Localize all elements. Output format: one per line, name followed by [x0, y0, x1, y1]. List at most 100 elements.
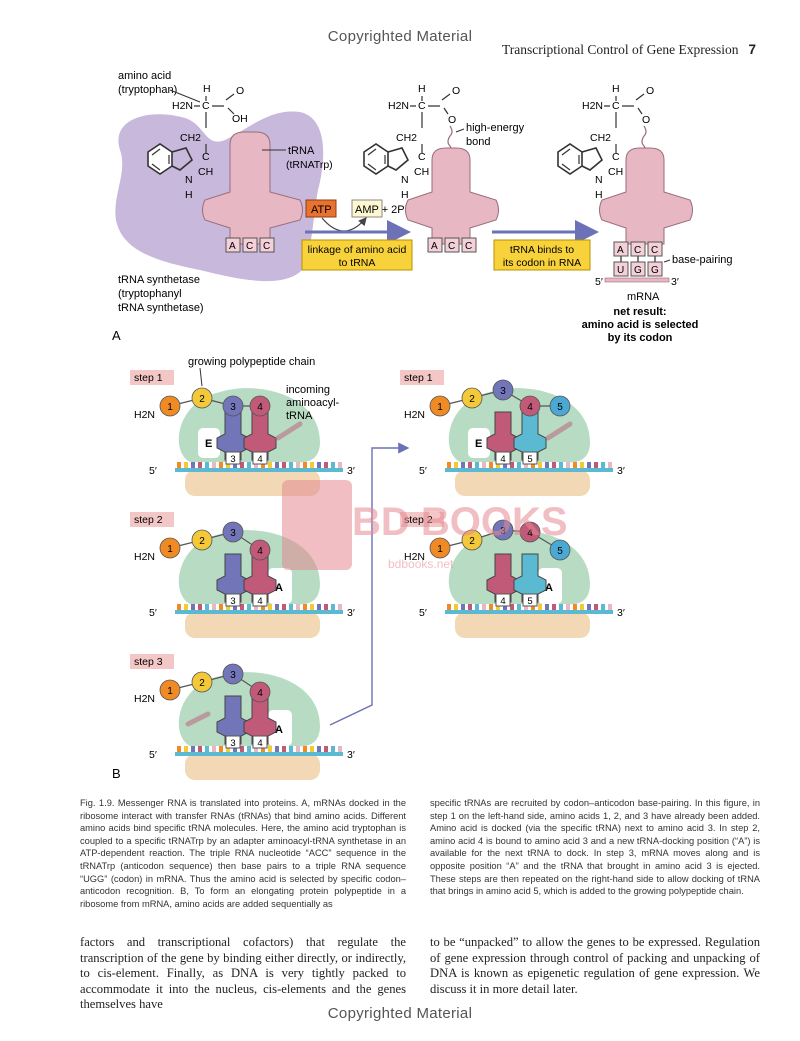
mrna-base — [587, 604, 591, 610]
e-site — [198, 428, 220, 458]
mrna-base — [261, 462, 265, 468]
mrna-base — [573, 462, 577, 468]
chem-n: N — [185, 174, 193, 186]
mrna-base — [489, 604, 493, 610]
svg-text:A: A — [617, 245, 624, 256]
amino-acid-4 — [519, 395, 541, 417]
mrna-base — [580, 462, 584, 468]
trna-shape — [216, 695, 250, 745]
amino-acid-2 — [461, 529, 483, 551]
mrna-base — [552, 462, 556, 468]
e-site — [468, 428, 490, 458]
chem-c-m: C — [418, 100, 426, 112]
mrna-base — [461, 462, 465, 468]
amino-acid-number: 5 — [557, 546, 563, 557]
mrna-base — [296, 604, 300, 610]
binds-text-2: its codon in RNA — [503, 257, 581, 269]
amino-acid-3 — [222, 395, 244, 417]
figure-caption-right: specific tRNAs are recruited by codon–an… — [430, 798, 760, 897]
chem-o-r: O — [646, 85, 654, 97]
trna-shape — [486, 411, 520, 461]
mrna-strand — [445, 468, 613, 472]
mrna-label: mRNA — [627, 291, 660, 303]
mrna-base — [184, 462, 188, 468]
mrna-base — [545, 604, 549, 610]
mrna-base — [247, 746, 251, 752]
mrna-base — [608, 462, 612, 468]
prime3-label: 3′ — [347, 607, 355, 619]
prime5-label: 5′ — [419, 465, 427, 477]
anticodon-2: A C C — [427, 237, 477, 253]
mrna-base — [268, 462, 272, 468]
e-site-label: E — [205, 438, 212, 450]
a-site — [268, 710, 292, 746]
prime5-label: 5′ — [419, 607, 427, 619]
amino-acid-2 — [461, 387, 483, 409]
chem-h2: H — [185, 189, 193, 201]
prime5-label: 5′ — [149, 749, 157, 761]
trna-number: 5 — [527, 596, 532, 607]
mrna-base — [447, 462, 451, 468]
linkage-text-1: linkage of amino acid — [308, 244, 407, 256]
amino-acid-number: 1 — [437, 544, 443, 555]
mrna-base — [247, 604, 251, 610]
mrna-base — [559, 462, 563, 468]
chem-o2-r: O — [642, 114, 650, 126]
amino-acid-number: 4 — [527, 402, 533, 413]
trna-anticodon — [522, 593, 538, 607]
synthetase-label-1: tRNA synthetase — [118, 274, 200, 286]
amino-acid-number: 2 — [199, 536, 205, 547]
amino-acid-number: 1 — [167, 402, 173, 413]
mrna-base — [545, 462, 549, 468]
svg-text:C: C — [465, 241, 472, 252]
mrna-base — [191, 746, 195, 752]
mrna-base — [219, 746, 223, 752]
mrna-base — [331, 462, 335, 468]
incoming-label-2: aminoacyl- — [286, 397, 340, 409]
svg-text:A: A — [431, 241, 438, 252]
mrna-base — [324, 746, 328, 752]
trna-anticodon — [522, 451, 538, 465]
body-text-right: to be “unpacked” to allow the genes to b… — [430, 935, 760, 996]
net-result-2: amino acid is selected — [582, 319, 699, 331]
a-site — [538, 568, 562, 604]
mrna-base — [219, 604, 223, 610]
mrna-base — [191, 462, 195, 468]
mrna-base — [461, 604, 465, 610]
mrna-base — [468, 604, 472, 610]
trna-anticodon — [252, 735, 268, 749]
mrna-strand — [445, 610, 613, 614]
step-label: step 1 — [404, 372, 433, 384]
growing-chain-label: growing polypeptide chain — [188, 356, 315, 368]
mrna-base — [317, 462, 321, 468]
synthetase-label-3: tRNA synthetase) — [118, 302, 204, 314]
trna-number: 3 — [230, 454, 235, 465]
mrna-base — [282, 604, 286, 610]
mrna-base — [331, 604, 335, 610]
incoming-arrow-right — [545, 421, 573, 441]
amino-acid-number: 5 — [557, 402, 563, 413]
amino-acid-2 — [191, 529, 213, 551]
amino-acid-number: 4 — [257, 402, 263, 413]
mrna-base — [331, 746, 335, 752]
mrna-base — [580, 604, 584, 610]
prime5-label: 5′ — [149, 607, 157, 619]
a-site-label: A — [545, 582, 553, 594]
watermark-url: bdbooks.net — [388, 557, 454, 571]
chem-n-r: N — [595, 174, 603, 186]
mrna-base — [205, 604, 209, 610]
trna-shape — [216, 411, 250, 461]
chem-h3-m: H — [401, 189, 409, 201]
anticodon-3: A C C — [613, 241, 663, 257]
chem-ch-r: CH — [608, 166, 623, 178]
chem-h3-r: H — [595, 189, 603, 201]
amino-acid-label-2: (tryptophan) — [118, 84, 177, 96]
mrna-base — [566, 462, 570, 468]
mrna-base — [289, 604, 293, 610]
mrna-base — [303, 746, 307, 752]
incoming-label-3: tRNA — [286, 410, 313, 422]
